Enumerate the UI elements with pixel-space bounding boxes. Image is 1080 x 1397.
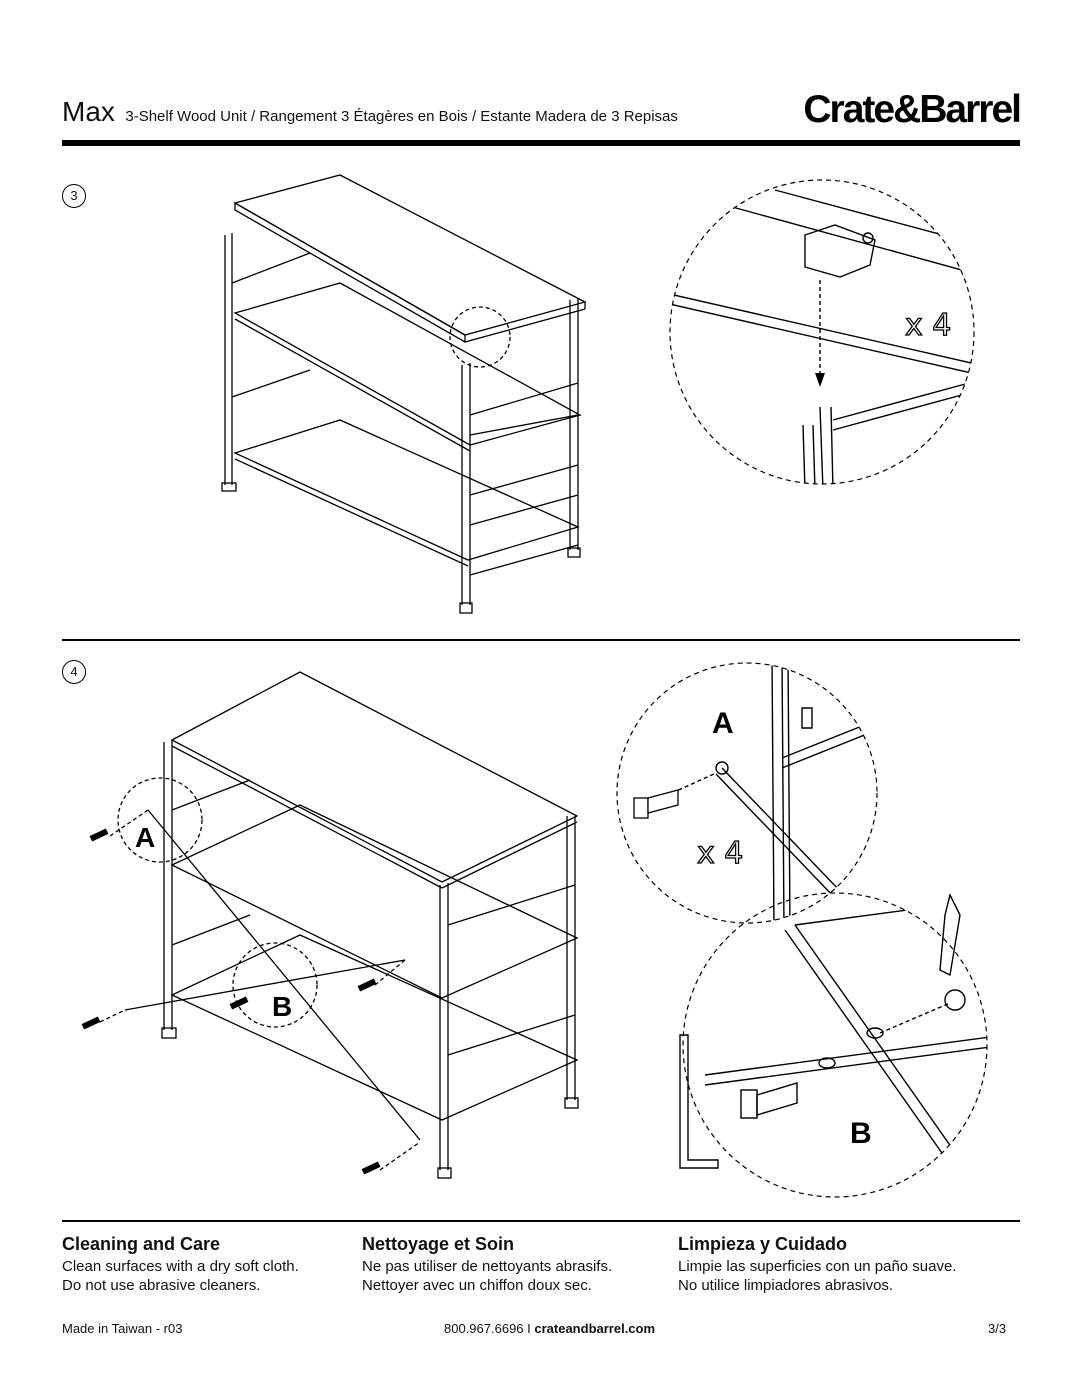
footer-phone: 800.967.6696 I [444, 1321, 531, 1336]
step-3-detail-callout: x 4 [669, 179, 975, 485]
step-4-callout-b-label: B [272, 991, 292, 1022]
step-4-number: 4 [62, 660, 86, 684]
footer-page-number: 3/3 [988, 1321, 1007, 1336]
step-3-shelf-illustration [221, 174, 587, 614]
document-title: Max 3-Shelf Wood Unit / Rangement 3 Étag… [62, 96, 678, 128]
product-subtitle: 3-Shelf Wood Unit / Rangement 3 Étagères… [125, 108, 678, 125]
care-line-fr-2: Nettoyer avec un chiffon doux sec. [362, 1277, 592, 1294]
header-rule [62, 140, 1020, 146]
care-line-es-1: Limpie las superficies con un paño suave… [678, 1258, 957, 1275]
step-4-shelf-illustration: A B [81, 671, 579, 1179]
care-section-fr: Nettoyage et Soin Ne pas utiliser de net… [362, 1234, 682, 1295]
brand-logo: Crate&Barrel [803, 88, 1022, 131]
product-name: Max [62, 96, 115, 127]
care-heading-en: Cleaning and Care [62, 1234, 221, 1254]
step-3-quantity-label: x 4 [905, 308, 951, 343]
step-4-callout-a: A x 4 [616, 662, 878, 924]
care-line-en-1: Clean surfaces with a dry soft cloth. [62, 1258, 299, 1275]
care-line-fr-1: Ne pas utiliser de nettoyants abrasifs. [362, 1258, 613, 1275]
step-4-callout-a-label: A [135, 822, 155, 853]
care-heading-es: Limpieza y Cuidado [678, 1234, 848, 1254]
step-3-number: 3 [62, 184, 86, 208]
step-4-callout-a-letter: A [712, 707, 734, 740]
step-4-callout-b: B [679, 892, 988, 1198]
footer-contact: 800.967.6696 I crateandbarrel.com [444, 1321, 655, 1336]
step-4-callout-b-letter: B [850, 1117, 872, 1150]
care-line-en-2: Do not use abrasive cleaners. [62, 1277, 261, 1294]
step-4-quantity-label: x 4 [697, 836, 743, 871]
care-section-es: Limpieza y Cuidado Limpie las superficie… [678, 1234, 998, 1295]
step-divider [62, 639, 1020, 641]
care-line-es-2: No utilice limpiadores abrasivos. [678, 1277, 894, 1294]
footer-made-in: Made in Taiwan - r03 [62, 1321, 183, 1336]
care-divider [62, 1220, 1020, 1222]
care-section-en: Cleaning and Care Clean surfaces with a … [62, 1234, 382, 1295]
care-heading-fr: Nettoyage et Soin [362, 1234, 515, 1254]
footer-website-link[interactable]: crateandbarrel.com [534, 1321, 656, 1336]
